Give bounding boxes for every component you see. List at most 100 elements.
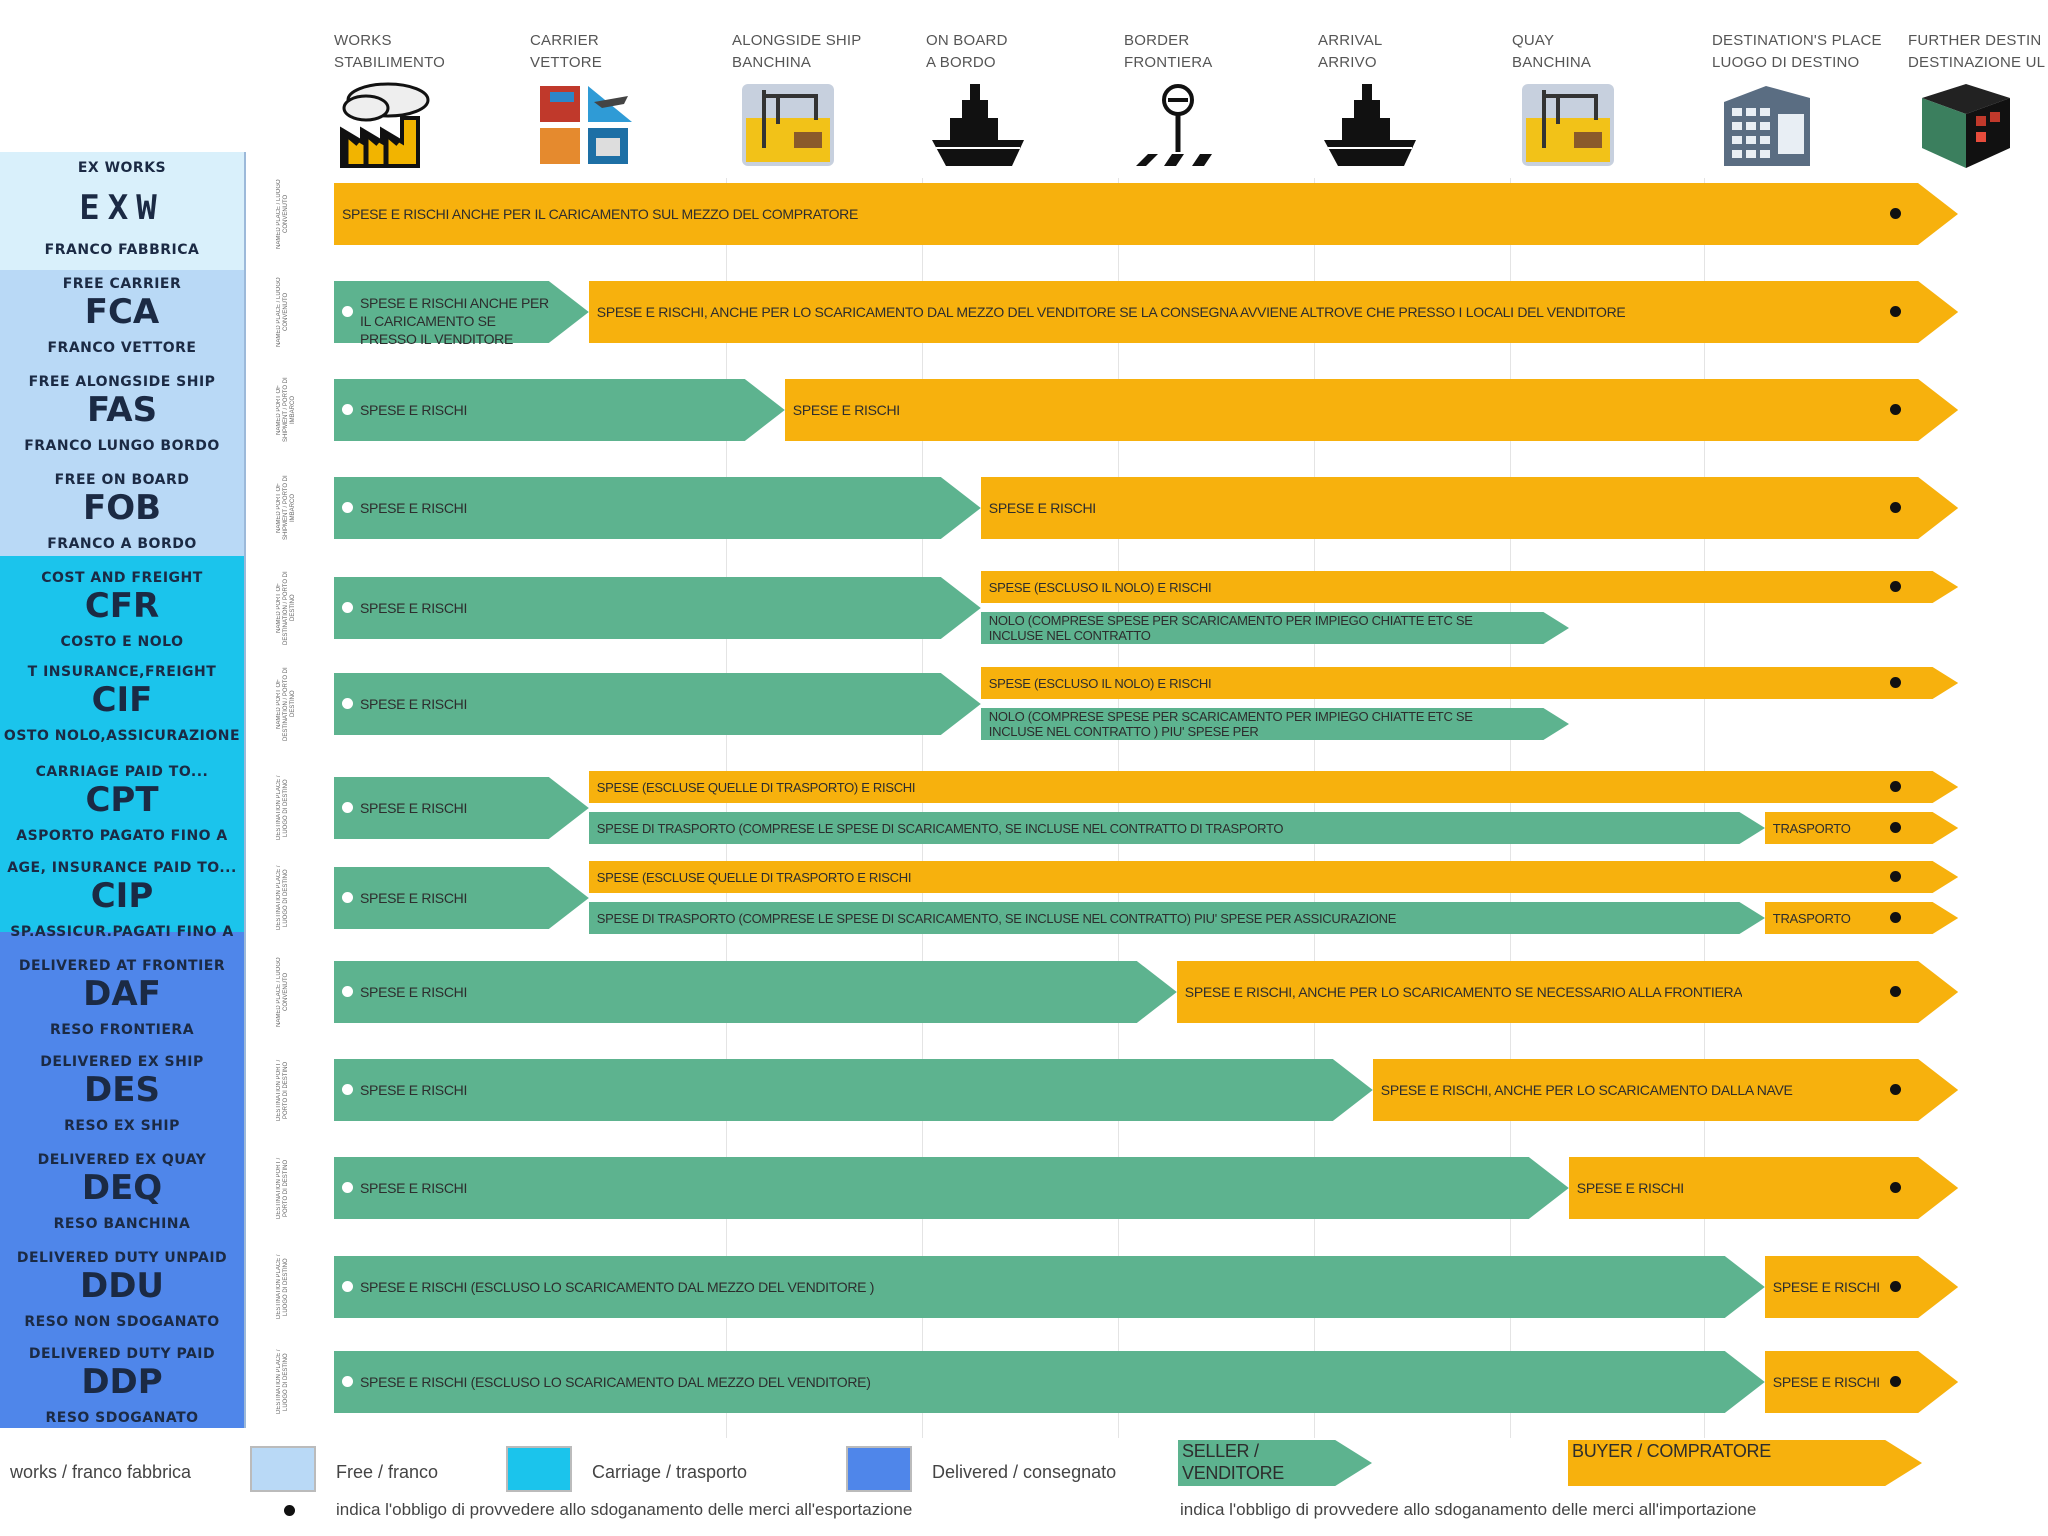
quay-crane-icon bbox=[1514, 78, 1618, 175]
buyer-arrow-shape bbox=[980, 477, 1958, 539]
buyer-arrow: SPESE (ESCLUSO IL NOLO) E RISCHI bbox=[980, 571, 1958, 603]
column-header-it: A BORDO bbox=[926, 54, 996, 71]
incoterm-code: CFR bbox=[84, 586, 160, 626]
buyer-arrow: TRASPORTO bbox=[1764, 902, 1958, 934]
seller-arrow: SPESE E RISCHI bbox=[334, 379, 785, 441]
row-delivery-point-tag: DESTINATION PLACE / LUOGO DI DESTINO bbox=[276, 775, 289, 841]
row-delivery-point-tag: NAMED PLACE / LUOGO CONVENUTO bbox=[276, 277, 289, 347]
incoterm-english-name: CARRIAGE PAID TO... bbox=[35, 764, 209, 780]
column-header-en: ON BOARD bbox=[926, 32, 1008, 49]
seller-arrow-shape bbox=[334, 867, 589, 929]
incoterm-italian-name: FRANCO FABBRICA bbox=[44, 242, 200, 258]
column-gridline bbox=[1314, 178, 1315, 1438]
seller-arrow-shape bbox=[334, 577, 981, 639]
customs-clearance-dot bbox=[1889, 404, 1901, 415]
customs-clearance-dot bbox=[1889, 677, 1901, 688]
arrow-label: SPESE E RISCHI bbox=[360, 696, 468, 712]
incoterm-code: DDU bbox=[79, 1266, 165, 1306]
column-header-it: STABILIMENTO bbox=[334, 54, 446, 71]
seller-arrow: SPESE E RISCHI ANCHE PER IL CARICAMENTO … bbox=[334, 281, 589, 347]
buyer-arrow-shape bbox=[1764, 902, 1958, 934]
column-header-it: BANCHINA bbox=[732, 54, 812, 71]
seller-arrow-shape bbox=[588, 902, 1765, 934]
incoterm-italian-name: RESO FRONTIERA bbox=[49, 1022, 195, 1038]
incoterm-code: FCA bbox=[84, 292, 160, 332]
column-header: BORDER FRONTIERA bbox=[1124, 30, 1314, 74]
seller-arrow-shape bbox=[334, 1059, 1373, 1121]
term-group-delivered-panel bbox=[0, 932, 246, 1428]
buyer-arrow-shape bbox=[588, 861, 1958, 893]
legend-seller-label: SELLER / VENDITORE bbox=[1182, 1441, 1284, 1483]
incoterm-code: DAF bbox=[83, 974, 161, 1014]
buyer-arrow: SPESE E RISCHI bbox=[784, 379, 1958, 441]
column-header-en: BORDER bbox=[1124, 32, 1190, 49]
seller-arrow-shape bbox=[334, 1256, 1765, 1318]
arrow-label: SPESE E RISCHI bbox=[792, 402, 900, 418]
incoterm-code: DEQ bbox=[81, 1168, 163, 1208]
buyer-arrow: SPESE (ESCLUSE QUELLE DI TRASPORTO E RIS… bbox=[588, 861, 1958, 893]
seller-arrow: SPESE DI TRASPORTO (COMPRESE LE SPESE DI… bbox=[588, 902, 1765, 934]
incoterm-code: CIP bbox=[90, 876, 154, 916]
customs-clearance-dot bbox=[1889, 822, 1901, 833]
incoterm-english-name: AGE, INSURANCE PAID TO... bbox=[7, 860, 237, 876]
seller-arrow: SPESE E RISCHI bbox=[334, 777, 589, 839]
buyer-arrow-shape bbox=[980, 667, 1958, 699]
buyer-arrow: SPESE E RISCHI bbox=[1568, 1157, 1958, 1219]
seller-arrow-shape bbox=[334, 477, 981, 539]
customs-clearance-dot bbox=[1889, 781, 1901, 792]
transport-modes-icon bbox=[532, 78, 636, 175]
arrow-label: SPESE E RISCHI (ESCLUSO LO SCARICAMENTO … bbox=[360, 1279, 875, 1295]
incoterm-english-name: EX WORKS bbox=[77, 160, 167, 176]
customs-clearance-dot bbox=[1889, 912, 1901, 923]
warehouse-cube-icon bbox=[1910, 78, 2014, 175]
term-group-carriage-panel bbox=[0, 556, 246, 932]
buyer-arrow: SPESE E RISCHI bbox=[1764, 1351, 1958, 1413]
incoterm-italian-name: FRANCO A BORDO bbox=[47, 536, 197, 552]
arrow-label: NOLO (COMPRESE SPESE PER SCARICAMENTO PE… bbox=[988, 613, 1473, 643]
incoterm-english-name: DELIVERED DUTY PAID bbox=[28, 1346, 216, 1362]
column-header-en: QUAY bbox=[1512, 32, 1555, 49]
customs-clearance-dot bbox=[1889, 1281, 1901, 1292]
arrow-label: SPESE (ESCLUSE QUELLE DI TRASPORTO E RIS… bbox=[596, 869, 912, 885]
buyer-arrow: SPESE E RISCHI ANCHE PER IL CARICAMENTO … bbox=[334, 183, 1958, 245]
arrow-label: SPESE E RISCHI bbox=[360, 800, 468, 816]
start-marker bbox=[342, 1281, 353, 1292]
legend-label-free: Free / franco bbox=[336, 1462, 439, 1482]
buyer-arrow-shape bbox=[334, 183, 1958, 245]
term-group-works-panel bbox=[0, 152, 246, 270]
legend-seller-arrow-shape bbox=[1178, 1440, 1372, 1486]
term-group-free-panel bbox=[0, 270, 246, 556]
incoterm-code: FAS bbox=[86, 390, 158, 430]
incoterm-english-name: FREE ON BOARD bbox=[54, 472, 190, 488]
start-marker bbox=[342, 986, 353, 997]
arrow-label: SPESE (ESCLUSO IL NOLO) E RISCHI bbox=[988, 579, 1212, 595]
start-marker bbox=[342, 1084, 353, 1095]
legend-label-carriage: Carriage / trasporto bbox=[592, 1462, 748, 1482]
legend-buyer-arrow-shape bbox=[1568, 1440, 1922, 1486]
arrow-label: TRASPORTO bbox=[1772, 820, 1851, 836]
column-header-it: FRONTIERA bbox=[1124, 54, 1213, 71]
start-marker bbox=[342, 802, 353, 813]
column-header-it: ARRIVO bbox=[1318, 54, 1377, 71]
legend-swatch-delivered bbox=[846, 1446, 912, 1492]
buyer-arrow: SPESE E RISCHI, ANCHE PER LO SCARICAMENT… bbox=[1372, 1059, 1958, 1121]
arrow-label: SPESE E RISCHI bbox=[360, 890, 468, 906]
column-header-en: DESTINATION'S PLACE bbox=[1712, 32, 1882, 49]
arrow-label: SPESE E RISCHI bbox=[360, 1082, 468, 1098]
column-header-en: ARRIVAL bbox=[1318, 32, 1383, 49]
customs-clearance-dot bbox=[1889, 1084, 1901, 1095]
arrow-label: SPESE E RISCHI ANCHE PER IL CARICAMENTO … bbox=[360, 295, 549, 347]
buyer-arrow: SPESE E RISCHI, ANCHE PER LO SCARICAMENT… bbox=[588, 281, 1958, 343]
row-delivery-point-tag: DESTINATION PORT / PORTO DI DESTINO bbox=[276, 1157, 289, 1219]
incoterm-italian-name: OSTO NOLO,ASSICURAZIONE bbox=[3, 728, 241, 744]
incoterm-italian-name: RESO BANCHINA bbox=[53, 1216, 191, 1232]
start-marker bbox=[342, 892, 353, 903]
